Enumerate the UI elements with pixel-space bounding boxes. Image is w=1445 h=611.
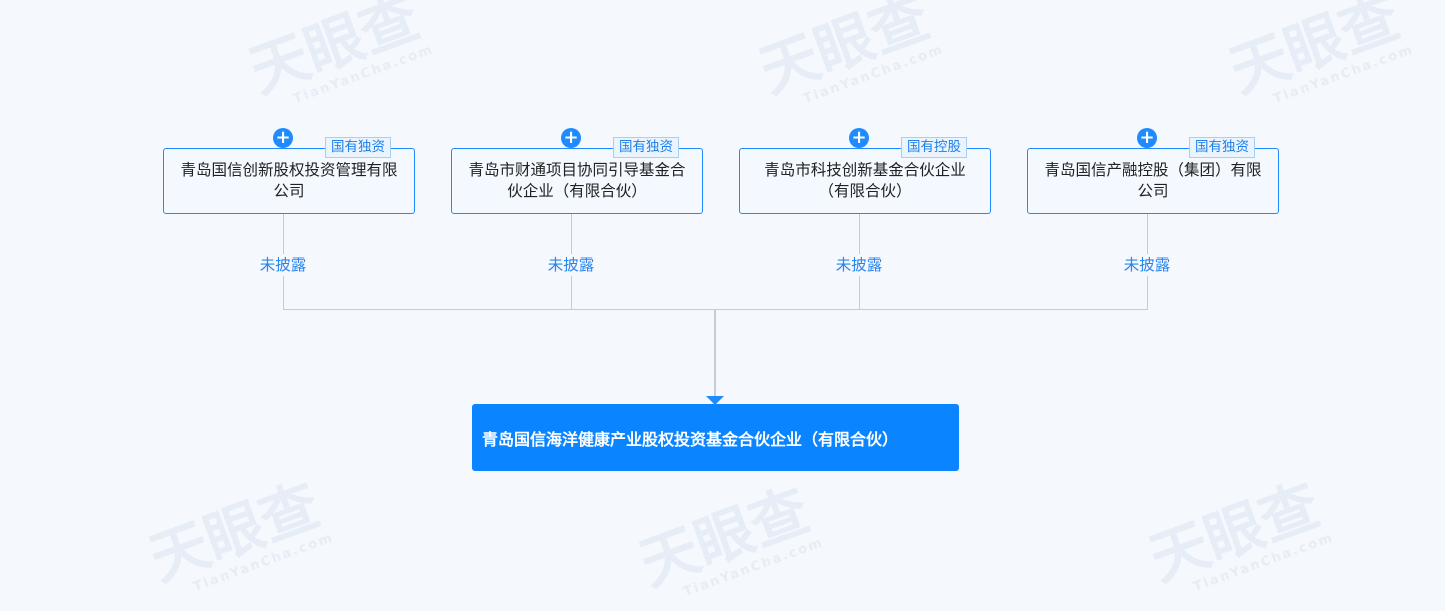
shareholder-name: 青岛市财通项目协同引导基金合伙企业（有限合伙）: [468, 161, 686, 200]
investment-amount: 未披露: [243, 254, 323, 276]
expand-plus-icon[interactable]: +: [1137, 128, 1157, 148]
expand-plus-icon[interactable]: +: [561, 128, 581, 148]
shareholder-name: 青岛市科技创新基金合伙企业（有限合伙）: [764, 161, 966, 200]
expand-plus-icon[interactable]: +: [849, 128, 869, 148]
ownership-tag: 国有独资: [325, 137, 391, 158]
shareholder-name: 青岛国信创新股权投资管理有限公司: [180, 161, 398, 200]
expand-plus-icon[interactable]: +: [273, 128, 293, 148]
shareholder-node[interactable]: 青岛国信创新股权投资管理有限公司: [163, 148, 415, 214]
shareholder-node[interactable]: 青岛市科技创新基金合伙企业（有限合伙）: [739, 148, 991, 214]
investment-amount: 未披露: [819, 254, 899, 276]
target-company-node[interactable]: 青岛国信海洋健康产业股权投资基金合伙企业（有限合伙）: [472, 404, 959, 471]
shareholder-node[interactable]: 青岛市财通项目协同引导基金合伙企业（有限合伙）: [451, 148, 703, 214]
ownership-tag: 国有控股: [901, 137, 967, 158]
shareholder-name: 青岛国信产融控股（集团）有限公司: [1044, 161, 1262, 200]
ownership-tag: 国有独资: [1189, 137, 1255, 158]
arrow-down-icon: [706, 396, 724, 405]
ownership-tag: 国有独资: [613, 137, 679, 158]
shareholder-node[interactable]: 青岛国信产融控股（集团）有限公司: [1027, 148, 1279, 214]
target-company-name: 青岛国信海洋健康产业股权投资基金合伙企业（有限合伙）: [482, 429, 899, 449]
investment-amount: 未披露: [1107, 254, 1187, 276]
connector-line: [714, 309, 716, 397]
investment-amount: 未披露: [531, 254, 611, 276]
